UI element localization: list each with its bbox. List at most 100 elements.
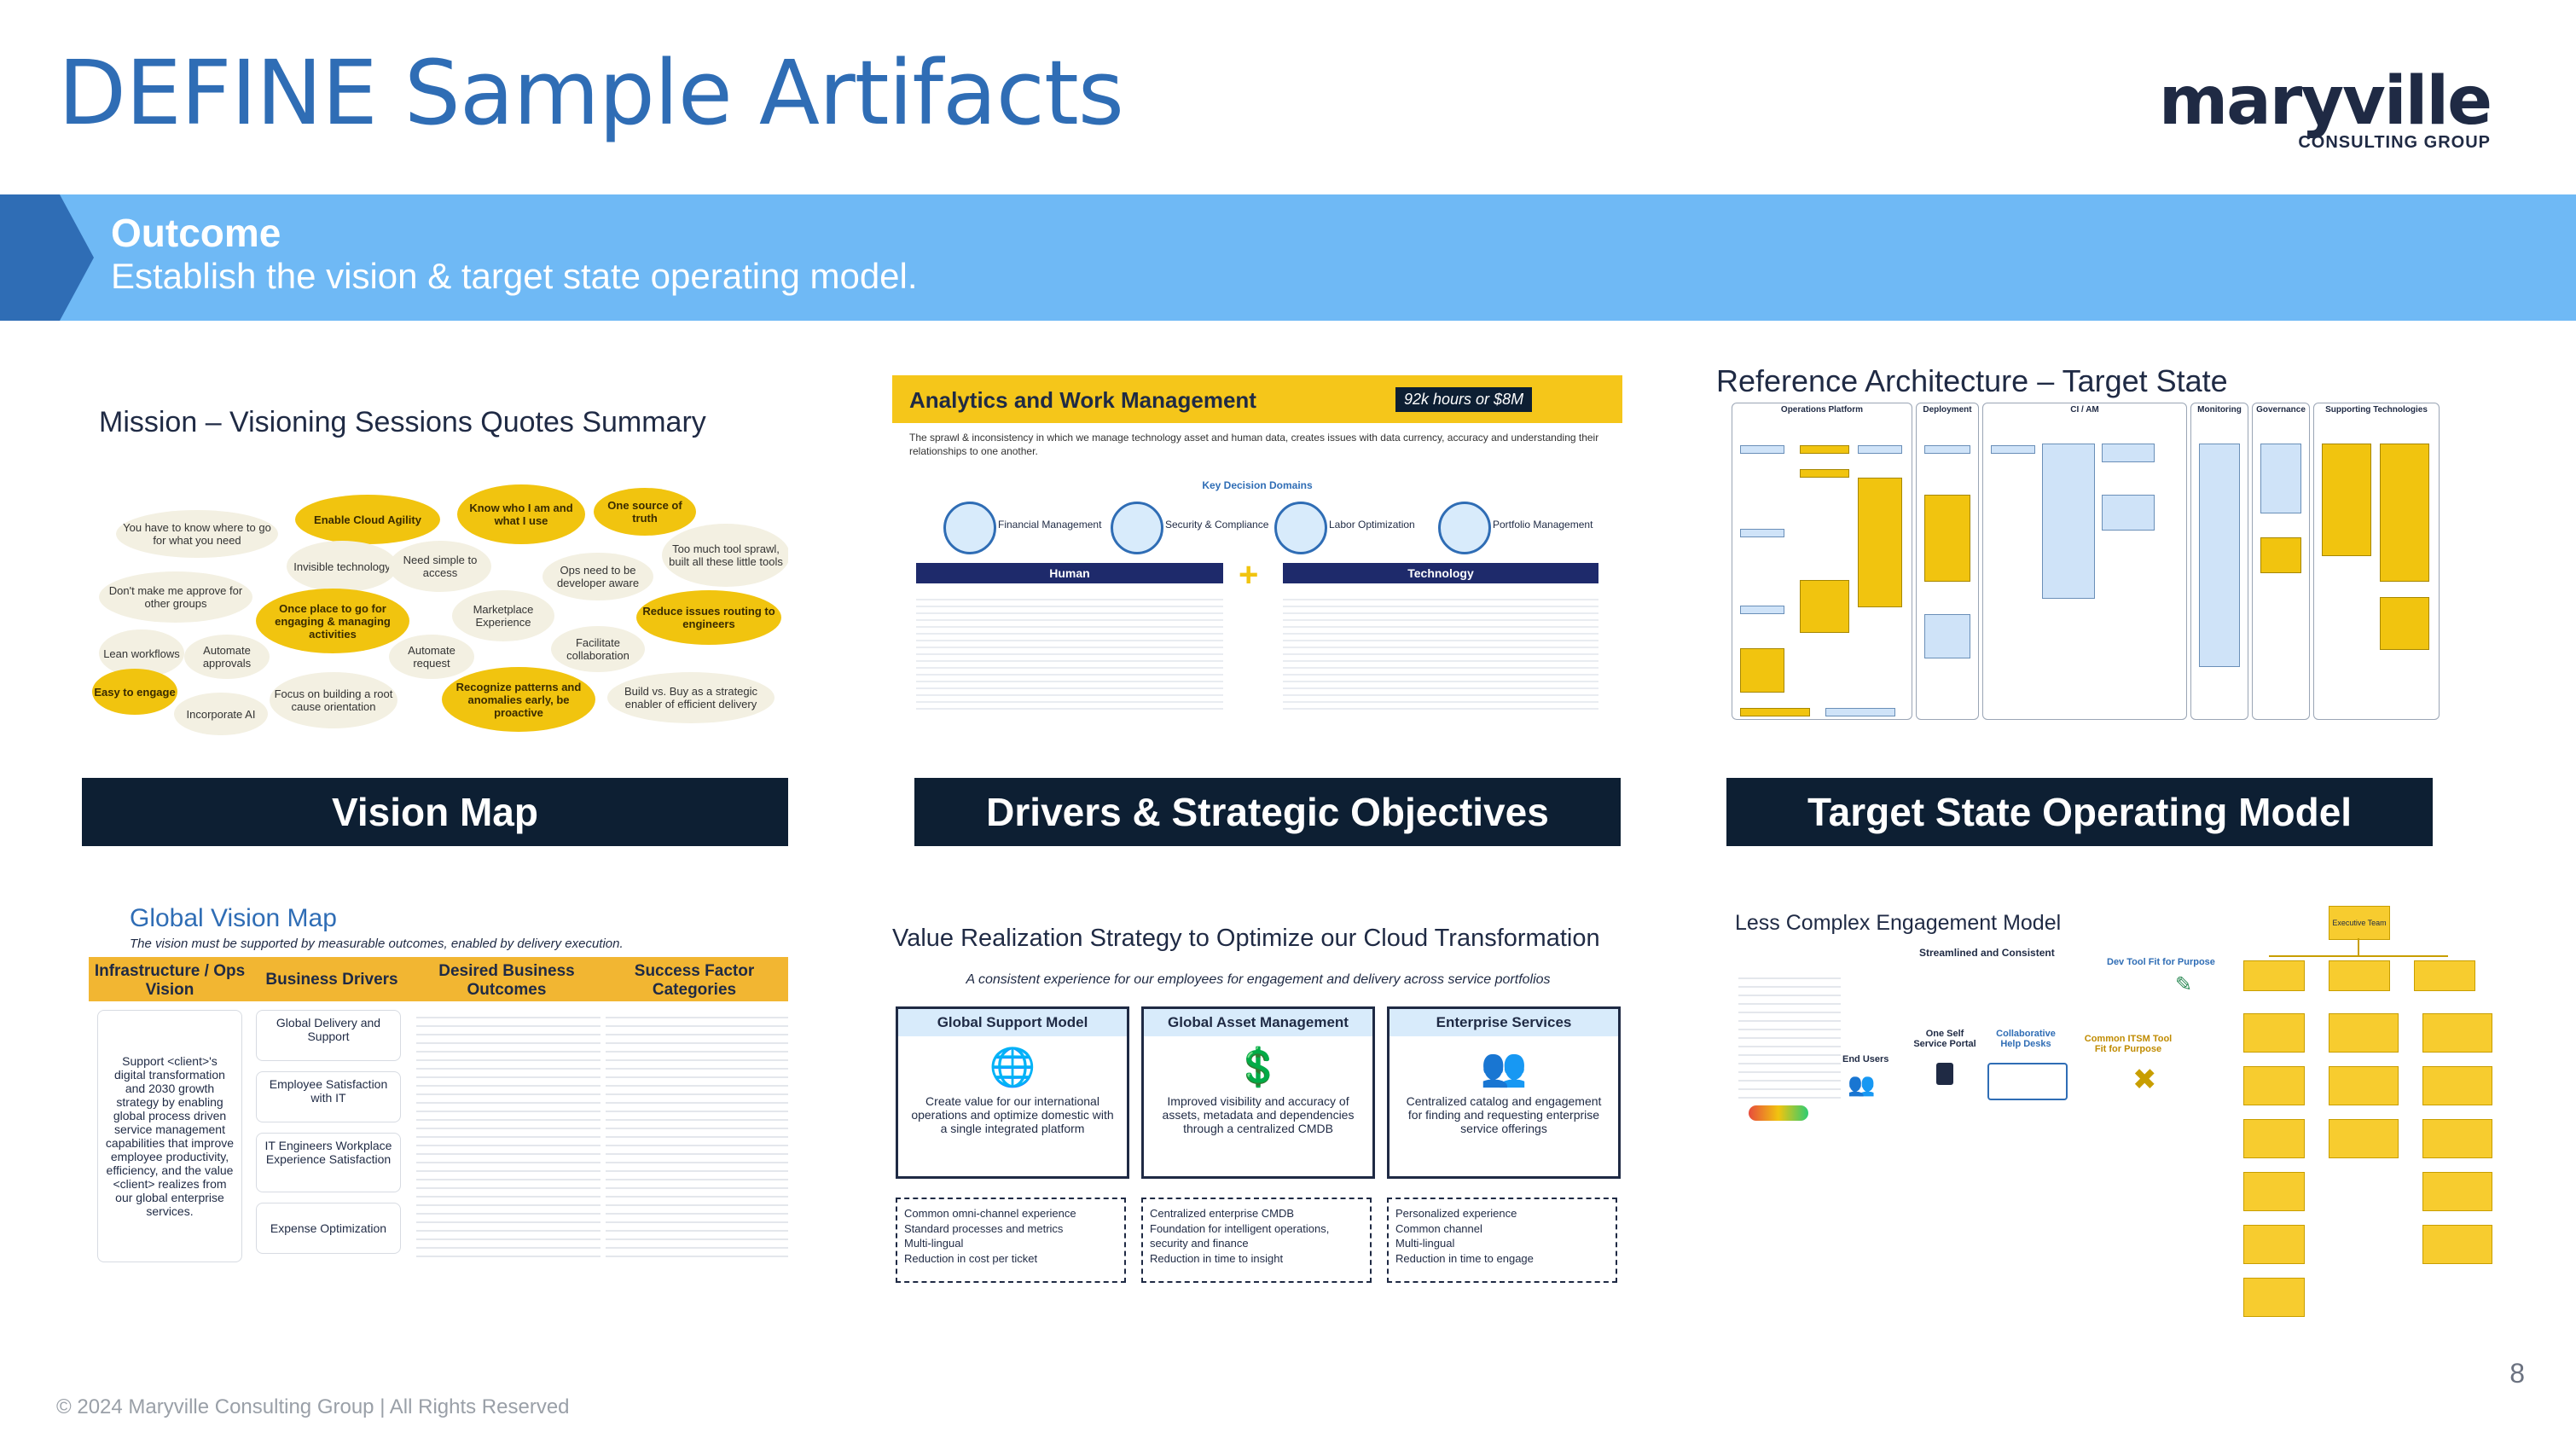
arch-chip <box>2380 444 2429 582</box>
card-body: Create value for our international opera… <box>911 1094 1114 1135</box>
arch-legend-chip <box>1740 708 1810 716</box>
human-text-block <box>916 594 1223 713</box>
portfolio-icon <box>1438 502 1491 554</box>
streamlined-label: Streamlined and Consistent <box>1919 947 2055 959</box>
arch-chip <box>1924 614 1970 658</box>
quote-bubble: Invisible technology <box>287 541 397 592</box>
org-box <box>2414 960 2475 991</box>
help-desk-icon <box>1987 1063 2068 1100</box>
org-connector <box>2358 938 2359 955</box>
quote-bubble: Recognize patterns and anomalies early, … <box>442 667 595 732</box>
driver-item: IT Engineers Workplace Experience Satisf… <box>256 1133 401 1192</box>
quote-bubble: Too much tool sprawl, built all these li… <box>662 524 788 587</box>
card-body: Centralized catalog and engagement for f… <box>1406 1094 1602 1135</box>
cmdb-icon: 💲 <box>1234 1047 1282 1088</box>
arch-chip <box>2042 444 2095 599</box>
quote-bubble: Automate request <box>389 635 474 679</box>
engagement-title: Less Complex Engagement Model <box>1735 911 2062 935</box>
org-box <box>2422 1172 2492 1211</box>
success-factors-text-block <box>606 1010 788 1262</box>
org-box: Executive Team <box>2329 906 2390 940</box>
quote-bubble: Ops need to be developer aware <box>542 553 653 600</box>
org-box <box>2243 1172 2305 1211</box>
quote-bubble: Marketplace Experience <box>452 590 554 641</box>
shield-icon <box>1111 502 1163 554</box>
org-box <box>2329 1066 2399 1105</box>
vision-map-label: Vision Map <box>82 778 788 846</box>
arch-chip <box>1740 529 1784 537</box>
self-service-label: One Self Service Portal <box>1913 1029 1976 1049</box>
quote-bubble: Automate approvals <box>184 635 270 679</box>
reference-architecture-title: Reference Architecture – Target State <box>1716 363 2228 398</box>
quote-bubble: Need simple to access <box>389 541 491 592</box>
drivers-label: Drivers & Strategic Objectives <box>914 778 1621 846</box>
arch-chip <box>2260 537 2301 573</box>
header-cell: Business Drivers <box>265 971 398 989</box>
org-box <box>2422 1119 2492 1158</box>
header-cell: Success Factor Categories <box>634 962 755 999</box>
arch-chip <box>1800 445 1849 454</box>
banner-subtitle: Establish the vision & target state oper… <box>111 256 918 296</box>
org-box <box>2422 1066 2492 1105</box>
arch-chip <box>1800 580 1849 633</box>
arch-chip <box>2260 444 2301 513</box>
value-realization-thumbnail: Value Realization Strategy to Optimize o… <box>887 913 1629 1288</box>
arch-chip <box>2322 444 2371 556</box>
banner-heading: Outcome <box>111 211 281 255</box>
domain-label: Labor Optimization <box>1329 519 1415 531</box>
global-vision-title: Global Vision Map <box>130 904 337 932</box>
card-body: Improved visibility and accuracy of asse… <box>1162 1094 1355 1135</box>
vision-quotes-thumbnail: Mission – Visioning Sessions Quotes Summ… <box>82 382 788 740</box>
analytics-title: Analytics and Work Management <box>909 387 1256 413</box>
users-icon: 👥 <box>1848 1071 1876 1097</box>
quote-bubble: Facilitate collaboration <box>551 626 645 672</box>
org-box <box>2422 1013 2492 1053</box>
driver-item: Global Delivery and Support <box>256 1010 401 1061</box>
analytics-badge: 92k hours or $8M <box>1395 387 1533 412</box>
org-box <box>2329 1013 2399 1053</box>
card-heading: Global Asset Management <box>1144 1009 1372 1036</box>
itsm-tool-label: Common ITSM Tool Fit for Purpose <box>2084 1034 2173 1054</box>
technology-header: Technology <box>1283 563 1598 583</box>
technology-text-block <box>1283 594 1598 713</box>
quote-bubble: Incorporate AI <box>174 693 268 735</box>
end-users-label: End Users <box>1842 1054 1889 1064</box>
quote-bubble: Don't make me approve for other groups <box>99 571 252 623</box>
human-header: Human <box>916 563 1223 583</box>
benefits-list: Personalized experience Common channel M… <box>1387 1198 1617 1283</box>
quote-bubble: Build vs. Buy as a strategic enabler of … <box>607 672 775 723</box>
arch-chip <box>2199 444 2240 667</box>
org-box <box>2243 1119 2305 1158</box>
dev-tool-label: Dev Tool Fit for Purpose <box>2107 957 2215 967</box>
people-icon <box>1274 502 1327 554</box>
header-cell: Infrastructure / Ops Vision <box>94 962 246 999</box>
page-number: 8 <box>2509 1358 2525 1389</box>
analytics-intro: The sprawl & inconsistency in which we m… <box>909 432 1599 457</box>
arch-chip <box>1740 606 1784 614</box>
value-realization-subtitle: A consistent experience for our employee… <box>966 972 1551 987</box>
outcomes-text-block <box>416 1010 600 1262</box>
dev-tools-icon: ✎ <box>2175 973 2193 996</box>
globe-icon: 🌐 <box>989 1047 1036 1088</box>
org-box <box>2329 1119 2399 1158</box>
engagement-model-thumbnail: Less Complex Engagement Model Streamline… <box>1732 901 2525 1327</box>
tools-icon: ✖ <box>2132 1064 2157 1096</box>
org-box <box>2243 1278 2305 1317</box>
domain-label: Financial Management <box>998 519 1102 531</box>
vision-statement: Support <client>'s digital transformatio… <box>97 1010 242 1262</box>
enterprise-services-card: Enterprise Services 👥 Centralized catalo… <box>1387 1006 1621 1179</box>
driver-item: Employee Satisfaction with IT <box>256 1071 401 1122</box>
arch-chip <box>2102 495 2155 531</box>
global-vision-subtitle: The vision must be supported by measurab… <box>130 937 624 951</box>
arch-chip <box>2380 597 2429 650</box>
arch-chip <box>1800 469 1849 478</box>
global-vision-map-thumbnail: Global Vision Map The vision must be sup… <box>89 904 793 1271</box>
reference-architecture-thumbnail: Reference Architecture – Target State Op… <box>1714 358 2465 725</box>
org-box <box>2243 1066 2305 1105</box>
benefits-list: Centralized enterprise CMDB Foundation f… <box>1141 1198 1372 1283</box>
driver-item: Expense Optimization <box>256 1203 401 1254</box>
org-box <box>2422 1225 2492 1264</box>
arch-chip <box>1740 445 1784 454</box>
org-box <box>2243 1225 2305 1264</box>
quote-bubble: Reduce issues routing to engineers <box>636 590 781 645</box>
